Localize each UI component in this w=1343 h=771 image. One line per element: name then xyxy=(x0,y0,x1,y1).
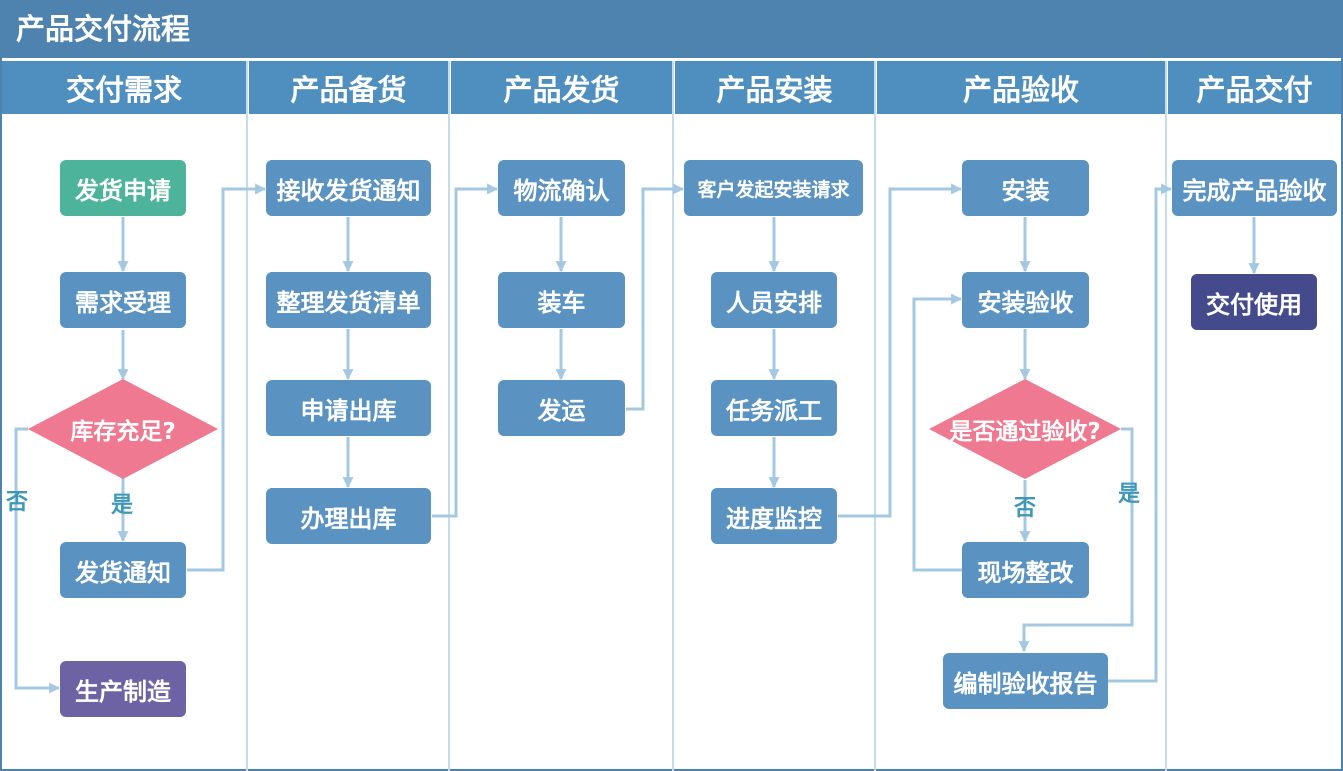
decision-stock-sufficient-label: 库存充足? xyxy=(70,419,176,445)
connector-arrow xyxy=(838,183,963,518)
connector-arrow xyxy=(1108,183,1173,683)
node-acceptance-report: 编制验收报告 xyxy=(943,653,1108,709)
connector-arrow xyxy=(432,183,499,518)
decision-diamond-stock xyxy=(28,379,218,479)
node-staff-arrangement: 人员安排 xyxy=(711,272,837,328)
title-bar: 产品交付流程 xyxy=(0,0,1343,58)
node-shipment-notice: 发货通知 xyxy=(60,542,186,598)
connector-arrow xyxy=(187,183,267,572)
node-onsite-rectification: 现场整改 xyxy=(962,542,1089,598)
decision-diamond-acceptance xyxy=(929,379,1121,479)
connector-arrow xyxy=(626,183,685,411)
node-prepare-packing-list: 整理发货清单 xyxy=(266,272,431,328)
column-divider xyxy=(448,61,450,771)
node-shipment-request: 发货申请 xyxy=(60,160,186,216)
node-customer-install-request: 客户发起安装请求 xyxy=(684,160,863,216)
column-divider xyxy=(1165,61,1167,771)
node-process-outbound: 办理出库 xyxy=(266,488,431,544)
node-loading: 装车 xyxy=(498,272,625,328)
node-task-assignment: 任务派工 xyxy=(711,380,837,436)
column-divider xyxy=(246,61,248,771)
node-complete-product-acceptance: 完成产品验收 xyxy=(1172,160,1337,216)
column-header-product-delivery: 产品交付 xyxy=(1168,61,1341,114)
node-progress-monitoring: 进度监控 xyxy=(711,488,837,544)
page-title: 产品交付流程 xyxy=(16,12,191,46)
node-delivered-for-use: 交付使用 xyxy=(1191,274,1317,330)
node-installation: 安装 xyxy=(962,160,1089,216)
column-divider xyxy=(672,61,674,771)
column-header-product-shipping: 产品发货 xyxy=(451,61,672,114)
node-apply-outbound: 申请出库 xyxy=(266,380,431,436)
connector-arrow xyxy=(14,427,61,694)
connector-arrow xyxy=(912,293,963,572)
column-header-product-installation: 产品安装 xyxy=(675,61,874,114)
column-divider xyxy=(874,61,876,771)
node-installation-acceptance: 安装验收 xyxy=(962,272,1089,328)
connector-arrow xyxy=(1018,427,1134,653)
node-receive-shipment-notice: 接收发货通知 xyxy=(266,160,431,216)
node-dispatch: 发运 xyxy=(498,380,625,436)
node-demand-acceptance: 需求受理 xyxy=(60,272,186,328)
node-manufacturing: 生产制造 xyxy=(60,661,186,717)
node-logistics-confirm: 物流确认 xyxy=(498,160,625,216)
column-header-product-stocking: 产品备货 xyxy=(249,61,448,114)
edge-label-no: 否 xyxy=(1014,496,1037,521)
edge-label-yes: 是 xyxy=(111,493,134,518)
decision-acceptance-passed-label: 是否通过验收? xyxy=(949,419,1101,445)
column-header-product-acceptance: 产品验收 xyxy=(877,61,1165,114)
column-header-delivery-demand: 交付需求 xyxy=(2,61,246,114)
edge-label-yes: 是 xyxy=(1118,482,1141,507)
edge-label-no: 否 xyxy=(6,490,29,515)
